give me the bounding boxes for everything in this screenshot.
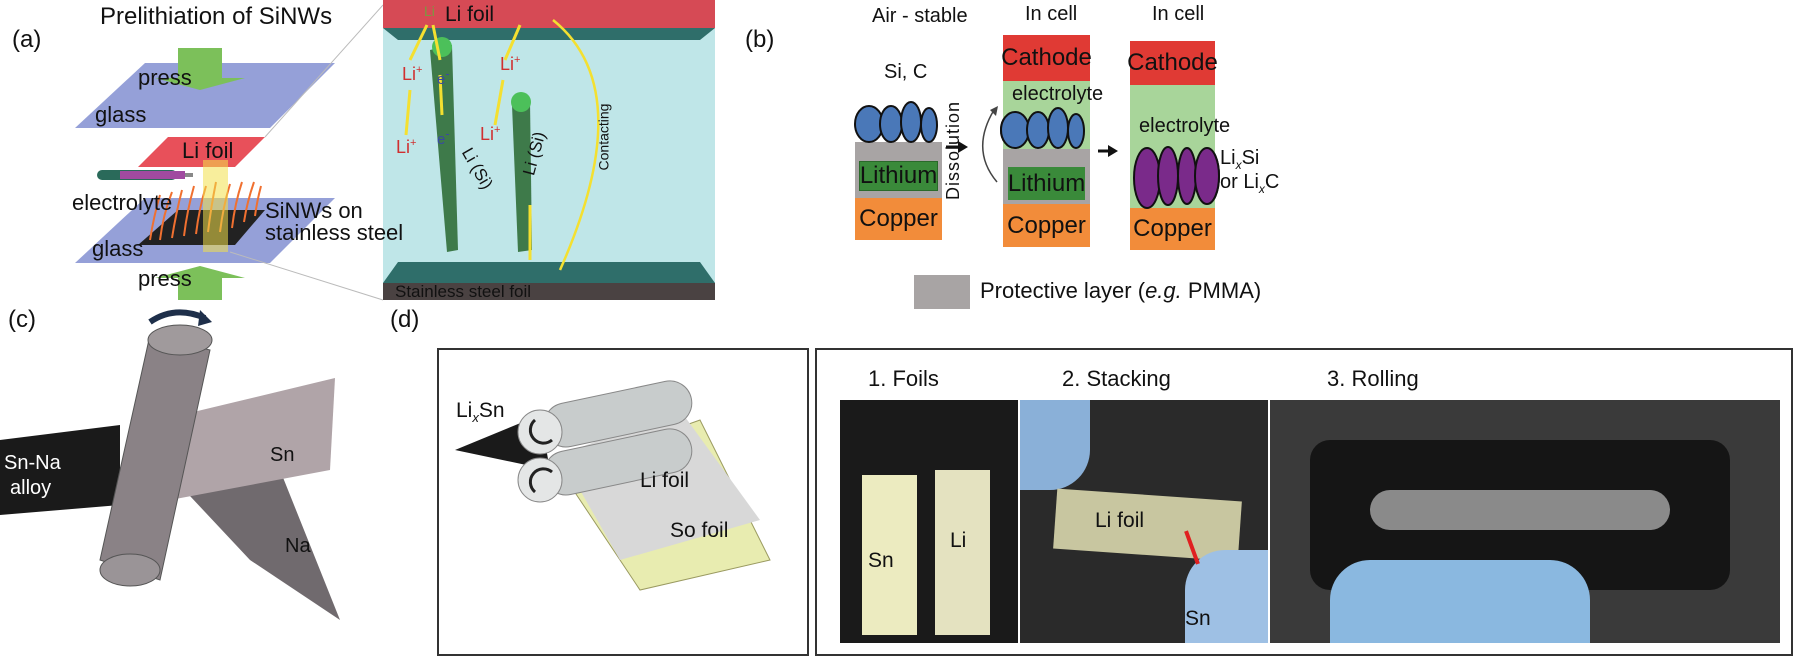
contact-region <box>203 160 228 252</box>
col2-header: In cell <box>1025 3 1078 25</box>
sn-strip <box>160 378 335 500</box>
particles-label: Si, C <box>884 61 928 83</box>
roller <box>1370 490 1670 530</box>
photos-box <box>815 348 1793 656</box>
so-foil-label: So foil <box>670 519 729 542</box>
rotation-arrow-icon <box>528 467 553 494</box>
panel-b-label: (b) <box>745 26 775 53</box>
glass-top <box>75 63 335 128</box>
sn-photo-label: Sn <box>868 549 894 572</box>
panel-d-label: (d) <box>390 306 420 333</box>
lixsn-label: LixSn <box>456 399 505 426</box>
li-foil-label: Li foil <box>182 138 234 163</box>
photo-stacking: Li foil Sn <box>1020 400 1268 643</box>
col1-header: Air - stable <box>872 5 968 27</box>
press-arrow-bottom <box>155 266 245 300</box>
li-ion-label: Li+ <box>396 137 417 157</box>
na-strip <box>175 470 340 620</box>
panel-a-title: Prelithiation of SiNWs <box>100 3 333 30</box>
glove-icon <box>1020 400 1090 490</box>
curved-arrow-icon <box>982 109 998 183</box>
sn-label: Sn <box>270 444 295 466</box>
nanowire-1 <box>430 45 458 252</box>
li-photo-label: Li <box>950 529 967 552</box>
zoom-stainless-foil <box>383 283 715 300</box>
panel-d-schematic <box>455 380 771 591</box>
copper-layer: Copper <box>1130 208 1215 250</box>
li-ion-label: Li+ <box>480 124 501 144</box>
electron-label: e- <box>437 127 450 148</box>
press-arrow-top <box>155 48 245 90</box>
photo-rolling <box>1270 400 1780 643</box>
electrolyte-label: electrolyte <box>1012 83 1104 105</box>
alloy-strip <box>0 425 120 515</box>
electrolyte-label: electrolyte <box>1139 115 1231 137</box>
sinws-label-1: SiNWs on <box>265 198 363 223</box>
alloy-label-1: Sn-Na <box>4 452 61 474</box>
li-foil-label: Li foil <box>640 469 690 492</box>
product-label-2: or LixC <box>1220 171 1280 196</box>
electrolyte-layer <box>1130 85 1215 208</box>
electrolyte-label: electrolyte <box>72 190 173 215</box>
step1-label: 1. Foils <box>868 366 939 391</box>
sn-arrow-label: Sn <box>1185 607 1211 630</box>
glass-top-label: glass <box>95 102 147 127</box>
legend-swatch-protective <box>914 275 970 309</box>
rotation-arrow-icon <box>528 418 553 445</box>
step2-label: 2. Stacking <box>1062 366 1171 391</box>
sn-foil-photo <box>862 475 917 635</box>
arrow-right-icon <box>1098 145 1118 157</box>
zoom-li-foil-label: Li foil <box>445 3 495 26</box>
li-foil-sheet <box>138 137 265 167</box>
li-ion-label: Li+ <box>500 54 521 74</box>
lithium-layer: Lithium <box>859 161 938 191</box>
stainless-foil-label: Stainless steel foil <box>395 282 532 301</box>
li-foil-photo <box>935 470 990 635</box>
li-foil-photo-label: Li foil <box>1095 509 1145 532</box>
panel-a-label: (a) <box>12 26 42 53</box>
glove-icon <box>1330 560 1590 643</box>
panel-a-schematic <box>75 0 715 301</box>
na-label: Na <box>285 535 311 557</box>
schematic-box <box>437 348 809 656</box>
rollers <box>517 380 693 503</box>
transport-arrows <box>404 19 600 271</box>
zoom-li-foil <box>383 0 715 28</box>
copper-layer: Copper <box>855 198 942 240</box>
dropper-icon <box>97 170 193 180</box>
legend-protective-label: Protective layer (e.g. PMMA) <box>980 278 1262 303</box>
dissolution-label: Dissolution <box>943 100 963 200</box>
glove-icon <box>1185 550 1268 643</box>
glass-bottom-label: glass <box>92 236 144 261</box>
rollers <box>99 324 213 587</box>
product-label-1: LixSi <box>1220 147 1260 172</box>
photo-foils: Sn Li <box>840 400 1018 643</box>
step3-label: 3. Rolling <box>1327 366 1419 391</box>
alloy-label-2: alloy <box>10 477 52 499</box>
cathode-layer: Cathode <box>1127 41 1218 85</box>
press-top-label: press <box>138 65 192 90</box>
copper-layer: Copper <box>1003 204 1090 247</box>
press-bottom-label: press <box>138 266 192 291</box>
electron-label: e- <box>437 67 450 88</box>
col3-header: In cell <box>1152 3 1205 25</box>
zoom-li-source: Li <box>424 3 435 19</box>
sinws-label-2: stainless steel <box>265 220 404 245</box>
lithium-layer: Lithium <box>1008 167 1085 200</box>
panel-c-schematic <box>0 309 340 620</box>
li-ion-label: Li+ <box>402 64 423 84</box>
nanowire-2 <box>512 100 532 252</box>
panel-c-label: (c) <box>8 306 36 333</box>
cathode-layer: Cathode <box>1001 35 1092 81</box>
